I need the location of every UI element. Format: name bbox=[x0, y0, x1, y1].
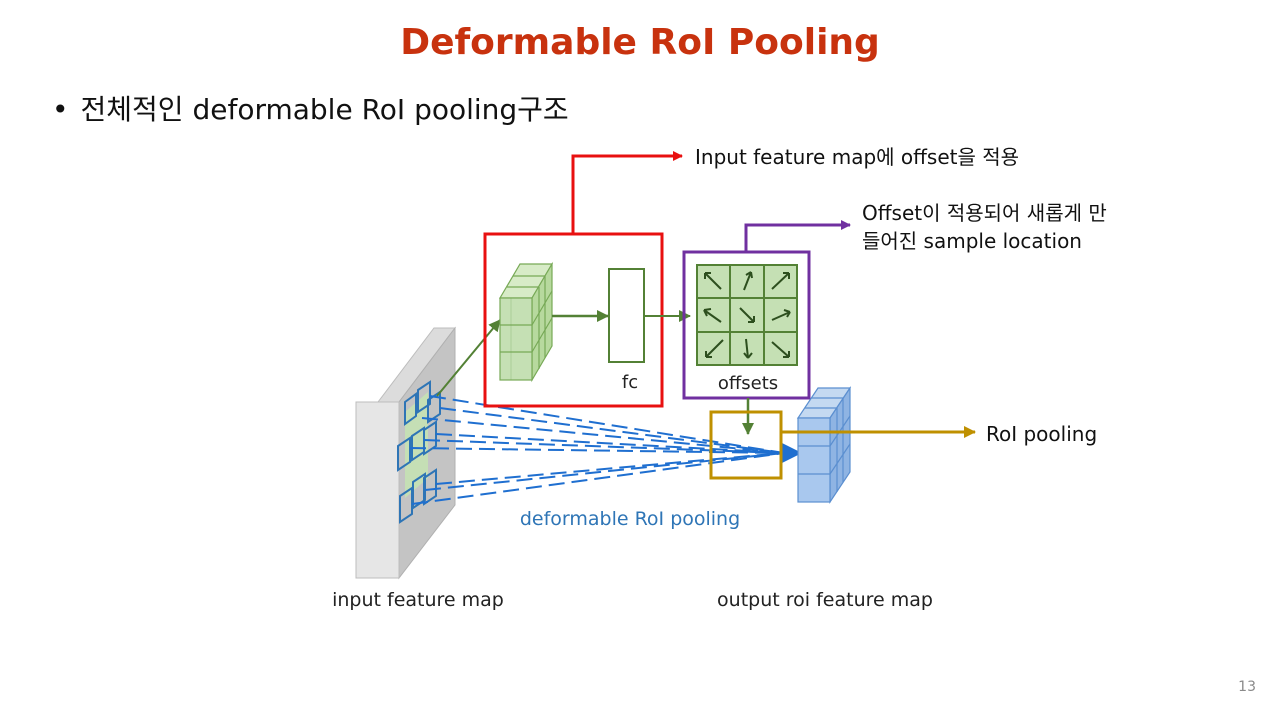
fc-layer bbox=[608, 268, 645, 363]
slide-title: Deformable RoI Pooling bbox=[400, 22, 880, 63]
roi-pooling-box bbox=[709, 410, 783, 480]
bullet-dot: • bbox=[52, 93, 69, 126]
input-to-conv-arrow bbox=[436, 319, 501, 397]
sample-location-annotation-arrow bbox=[744, 220, 851, 252]
offsets-label: offsets bbox=[718, 373, 778, 394]
sample-location-annotation-line1: Offset이 적용되어 새롭게 만 bbox=[862, 201, 1107, 225]
offsets-grid bbox=[696, 264, 798, 366]
roi-pooling-annotation: RoI pooling bbox=[986, 422, 1097, 446]
offset-annotation-arrow bbox=[571, 151, 683, 234]
deformable-roi-pooling-label: deformable RoI pooling bbox=[520, 508, 740, 530]
fc-label: fc bbox=[622, 372, 638, 393]
pooling-arrow-head bbox=[782, 443, 802, 463]
sample-location-annotation-line2: 들어진 sample location bbox=[862, 229, 1082, 253]
bullet-text: 전체적인 deformable RoI pooling구조 bbox=[80, 93, 569, 126]
page-number: 13 bbox=[1238, 679, 1256, 695]
output-roi-feature-map-label: output roi feature map bbox=[717, 589, 933, 611]
offset-applied-annotation: Input feature map에 offset을 적용 bbox=[695, 145, 1019, 169]
input-feature-map-label: input feature map bbox=[332, 589, 504, 611]
bullet-item: • 전체적인 deformable RoI pooling구조 bbox=[52, 88, 569, 128]
output-roi-cube bbox=[796, 386, 852, 504]
conv-feature-cube bbox=[498, 261, 554, 383]
input-feature-map bbox=[355, 326, 457, 580]
